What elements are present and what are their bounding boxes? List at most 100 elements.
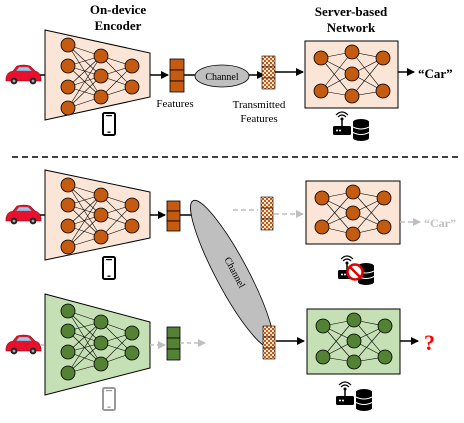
- network-node: [377, 318, 393, 334]
- server-router-icon: [332, 111, 370, 142]
- phone-icon: [102, 112, 116, 136]
- network-edge: [352, 197, 385, 235]
- transmitted-label-line2: Features: [240, 113, 277, 125]
- network-edge: [67, 44, 102, 77]
- network-node: [93, 356, 109, 372]
- channel-label: Channel: [205, 72, 239, 83]
- network-edge: [67, 55, 102, 109]
- bottom-scenario: Channel “Car”: [5, 169, 456, 412]
- features-label: Features: [156, 98, 193, 110]
- network-edge: [67, 214, 102, 248]
- network-node: [93, 314, 109, 330]
- network-edge: [67, 310, 102, 365]
- features-block-legit: [166, 200, 181, 232]
- unknown-output-label: ?: [424, 330, 435, 355]
- network-node: [60, 239, 76, 255]
- encoder-title-line2: Encoder: [95, 18, 142, 33]
- network-node: [60, 323, 76, 339]
- network-node: [93, 187, 109, 203]
- network-node: [124, 345, 140, 361]
- network-node: [60, 37, 76, 53]
- channel-ellipse: [194, 64, 250, 88]
- network-edge: [67, 342, 102, 374]
- network-node: [93, 335, 109, 351]
- car-icon-legit: [5, 204, 42, 225]
- network-node: [124, 325, 140, 341]
- network-node: [60, 344, 76, 360]
- network-edge: [351, 57, 384, 97]
- server-title-line1: Server-based: [315, 4, 388, 19]
- top-scenario: On-device Encoder Server-based Network F…: [5, 2, 453, 142]
- server-network: [304, 40, 399, 109]
- network-edge: [351, 51, 384, 92]
- network-node: [93, 229, 109, 245]
- faded-server-network: [305, 180, 401, 245]
- transmitted-features-block: [261, 55, 276, 90]
- faded-output-label: “Car”: [424, 216, 456, 230]
- features-block: [169, 58, 185, 93]
- blocked-server-icon: [337, 255, 375, 286]
- network-node: [376, 219, 392, 235]
- network-node: [93, 89, 109, 105]
- network-node: [344, 66, 360, 82]
- attacker-server-network: [306, 308, 401, 375]
- network-edge: [67, 194, 102, 248]
- server-router-icon-attacker: [335, 381, 373, 412]
- network-node: [315, 349, 331, 365]
- network-node: [344, 88, 360, 104]
- phone-icon-attacker: [102, 387, 116, 411]
- network-edge: [100, 204, 133, 238]
- network-node: [346, 333, 362, 349]
- network-edge: [67, 194, 102, 227]
- network-node: [124, 218, 140, 234]
- car-icon-attacker: [5, 334, 42, 355]
- on-device-encoder: [44, 29, 151, 121]
- network-node: [124, 79, 140, 95]
- network-node: [60, 100, 76, 116]
- network-node: [124, 197, 140, 213]
- network-node: [124, 58, 140, 74]
- car-icon: [5, 64, 42, 85]
- network-edge: [67, 321, 102, 353]
- encoder-title-line1: On-device: [90, 2, 147, 17]
- network-edge: [321, 197, 354, 235]
- network-edge: [322, 325, 355, 363]
- transmitted-label-line1: Transmitted: [233, 99, 286, 111]
- intercepted-features-block: [262, 325, 276, 360]
- network-node: [314, 190, 330, 206]
- network-edge: [67, 321, 102, 374]
- network-node: [313, 50, 329, 66]
- network-node: [60, 58, 76, 74]
- network-node: [60, 218, 76, 234]
- network-node: [376, 190, 392, 206]
- network-node: [60, 365, 76, 381]
- network-node: [346, 354, 362, 370]
- network-node: [60, 79, 76, 95]
- legit-encoder: [44, 169, 151, 261]
- network-edge: [320, 57, 353, 97]
- network-node: [375, 83, 391, 99]
- no-entry-icon: [346, 263, 364, 281]
- network-edge: [67, 184, 102, 238]
- network-node: [60, 177, 76, 193]
- features-block-attacker: [166, 326, 181, 361]
- network-node: [93, 207, 109, 223]
- network-node: [60, 303, 76, 319]
- network-edge: [67, 55, 102, 88]
- network-node: [375, 50, 391, 66]
- server-title-line2: Network: [327, 20, 376, 35]
- network-edge: [320, 51, 353, 92]
- network-edge: [353, 319, 386, 358]
- network-node: [93, 68, 109, 84]
- phone-icon-legit: [102, 256, 116, 280]
- network-node: [315, 318, 331, 334]
- network-edge: [67, 75, 102, 109]
- attacker-encoder: [44, 293, 151, 396]
- network-node: [60, 197, 76, 213]
- network-node: [93, 48, 109, 64]
- network-node: [313, 83, 329, 99]
- faded-transmitted-block: [260, 196, 274, 231]
- network-edge: [67, 310, 102, 344]
- network-edge: [353, 325, 386, 363]
- network-node: [345, 184, 361, 200]
